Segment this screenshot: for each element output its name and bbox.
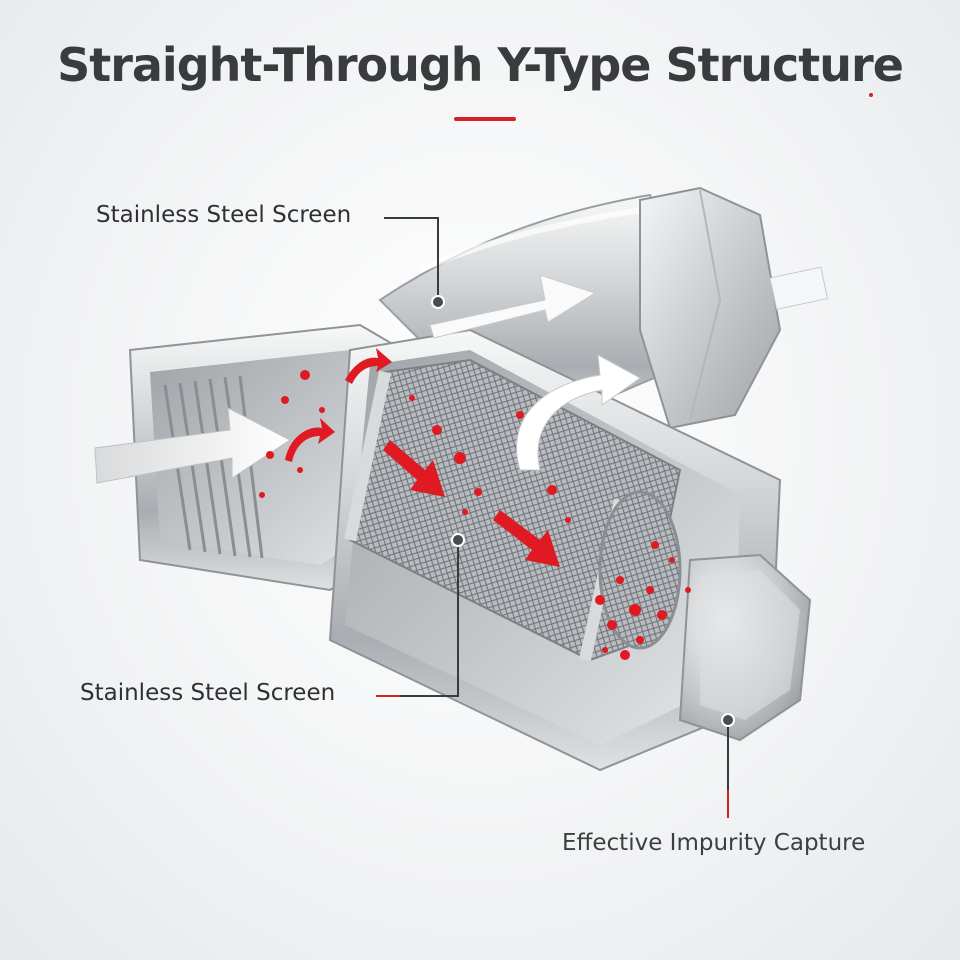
callout-stainless-screen-top: Stainless Steel Screen [96, 202, 352, 228]
title-accent-dot [869, 93, 873, 97]
callout-stainless-screen-middle: Stainless Steel Screen [80, 680, 336, 706]
title-underline [454, 117, 516, 121]
leader-dot-icon [431, 295, 735, 727]
end-cap [678, 553, 812, 742]
flow-arrow-icon [94, 274, 641, 484]
callout-impurity-capture: Effective Impurity Capture [562, 830, 866, 856]
page-title: Straight-Through Y-Type Structure [57, 38, 904, 92]
mesh-screen [344, 358, 682, 662]
outlet-hex-nut [639, 186, 829, 430]
impurity-particles [259, 370, 691, 660]
impurity-flow-arrow-icon [285, 348, 560, 567]
callout-leaders [376, 217, 729, 818]
